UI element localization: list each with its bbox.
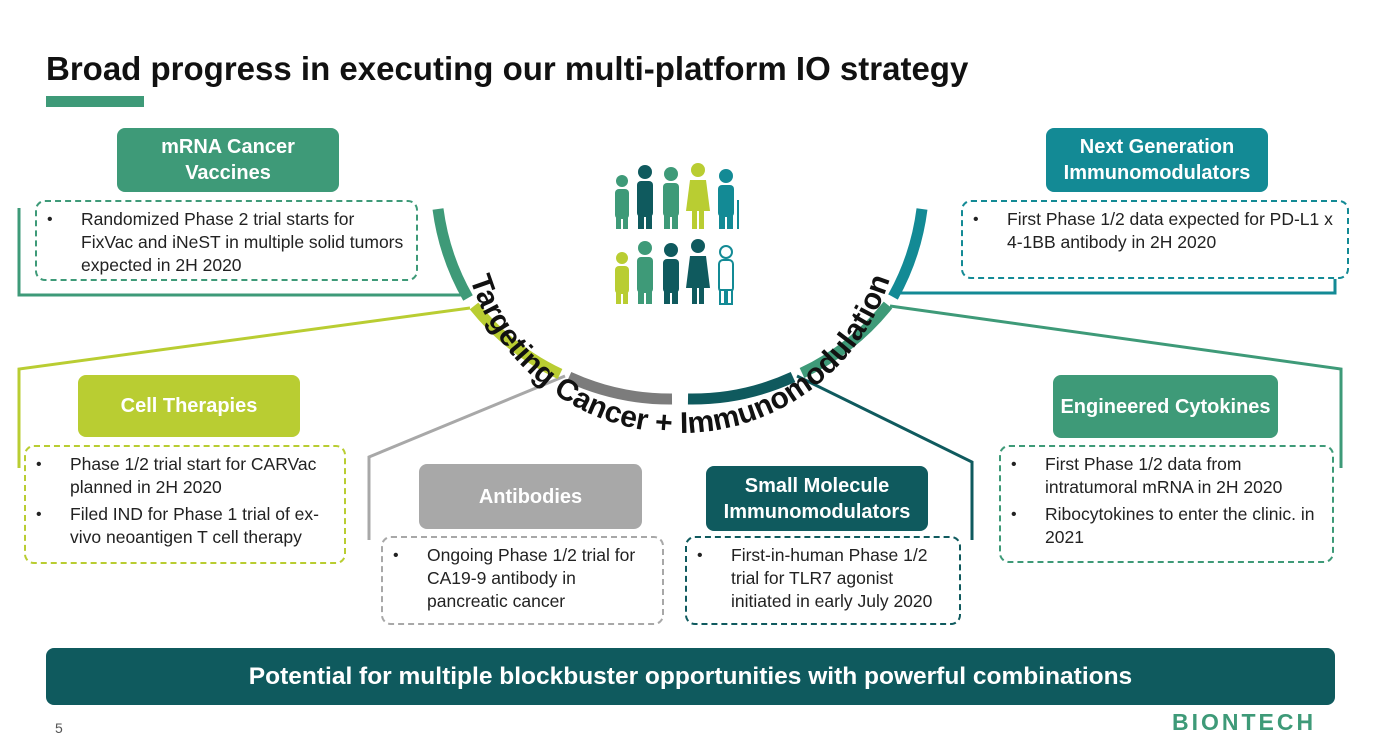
page-number: 5 [55, 720, 63, 736]
next-gen-bullet-1: First Phase 1/2 data expected for PD-L1 … [973, 208, 1335, 254]
cytokines-bullet-1: First Phase 1/2 data from intratumoral m… [1011, 453, 1320, 499]
arc-segment-next-gen [888, 208, 928, 300]
biontech-logo: BIONTECH [1172, 709, 1316, 735]
patients-icon [615, 163, 739, 305]
antibodies-box: Ongoing Phase 1/2 trial for CA19-9 antib… [381, 536, 664, 625]
arc-segment-cytokines [799, 301, 893, 378]
logo-text: BIONTECH [1172, 709, 1316, 735]
cell-therapies-box: Phase 1/2 trial start for CARVac planned… [24, 445, 346, 564]
cytokines-connector [889, 304, 1343, 468]
slide-title: Broad progress in executing our multi-pl… [46, 50, 969, 87]
antibodies-label: Antibodies [419, 464, 642, 529]
next-gen-box: First Phase 1/2 data expected for PD-L1 … [961, 200, 1349, 279]
mrna-connector [17, 208, 465, 297]
small-molecule-bullet-1: First-in-human Phase 1/2 trial for TLR7 … [697, 544, 947, 613]
cytokines-bullet-2: Ribocytokines to enter the clinic. in 20… [1011, 503, 1320, 549]
mrna-vaccines-box: Randomized Phase 2 trial starts for FixV… [35, 200, 418, 281]
arc-segment-small-molecule [687, 371, 796, 405]
cytokines-label: Engineered Cytokines [1053, 375, 1278, 438]
cell-bullet-2: Filed IND for Phase 1 trial of ex-vivo n… [36, 503, 332, 549]
cytokines-box: First Phase 1/2 data from intratumoral m… [999, 445, 1334, 563]
antibodies-connector [367, 374, 566, 540]
small-molecule-connector [796, 374, 974, 540]
arc-segment-mrna [432, 208, 473, 301]
cell-bullet-1: Phase 1/2 trial start for CARVac planned… [36, 453, 332, 499]
people-row-bottom [615, 239, 734, 305]
small-molecule-label: Small Molecule Immunomodulators [706, 466, 928, 531]
antibodies-bullet-1: Ongoing Phase 1/2 trial for CA19-9 antib… [393, 544, 650, 613]
mrna-vaccines-label: mRNA Cancer Vaccines [117, 128, 339, 192]
arc-segment-cell [469, 302, 563, 379]
cell-connector [17, 306, 471, 468]
title-underline [46, 96, 144, 107]
cell-therapies-label: Cell Therapies [78, 375, 300, 437]
summary-banner: Potential for multiple blockbuster oppor… [46, 648, 1335, 705]
arc-segment-antibodies [566, 371, 673, 405]
next-gen-label: Next Generation Immunomodulators [1046, 128, 1268, 192]
people-row-top [615, 163, 739, 229]
platform-arc [432, 208, 928, 405]
mrna-bullet-1: Randomized Phase 2 trial starts for FixV… [47, 208, 404, 277]
small-molecule-box: First-in-human Phase 1/2 trial for TLR7 … [685, 536, 961, 625]
